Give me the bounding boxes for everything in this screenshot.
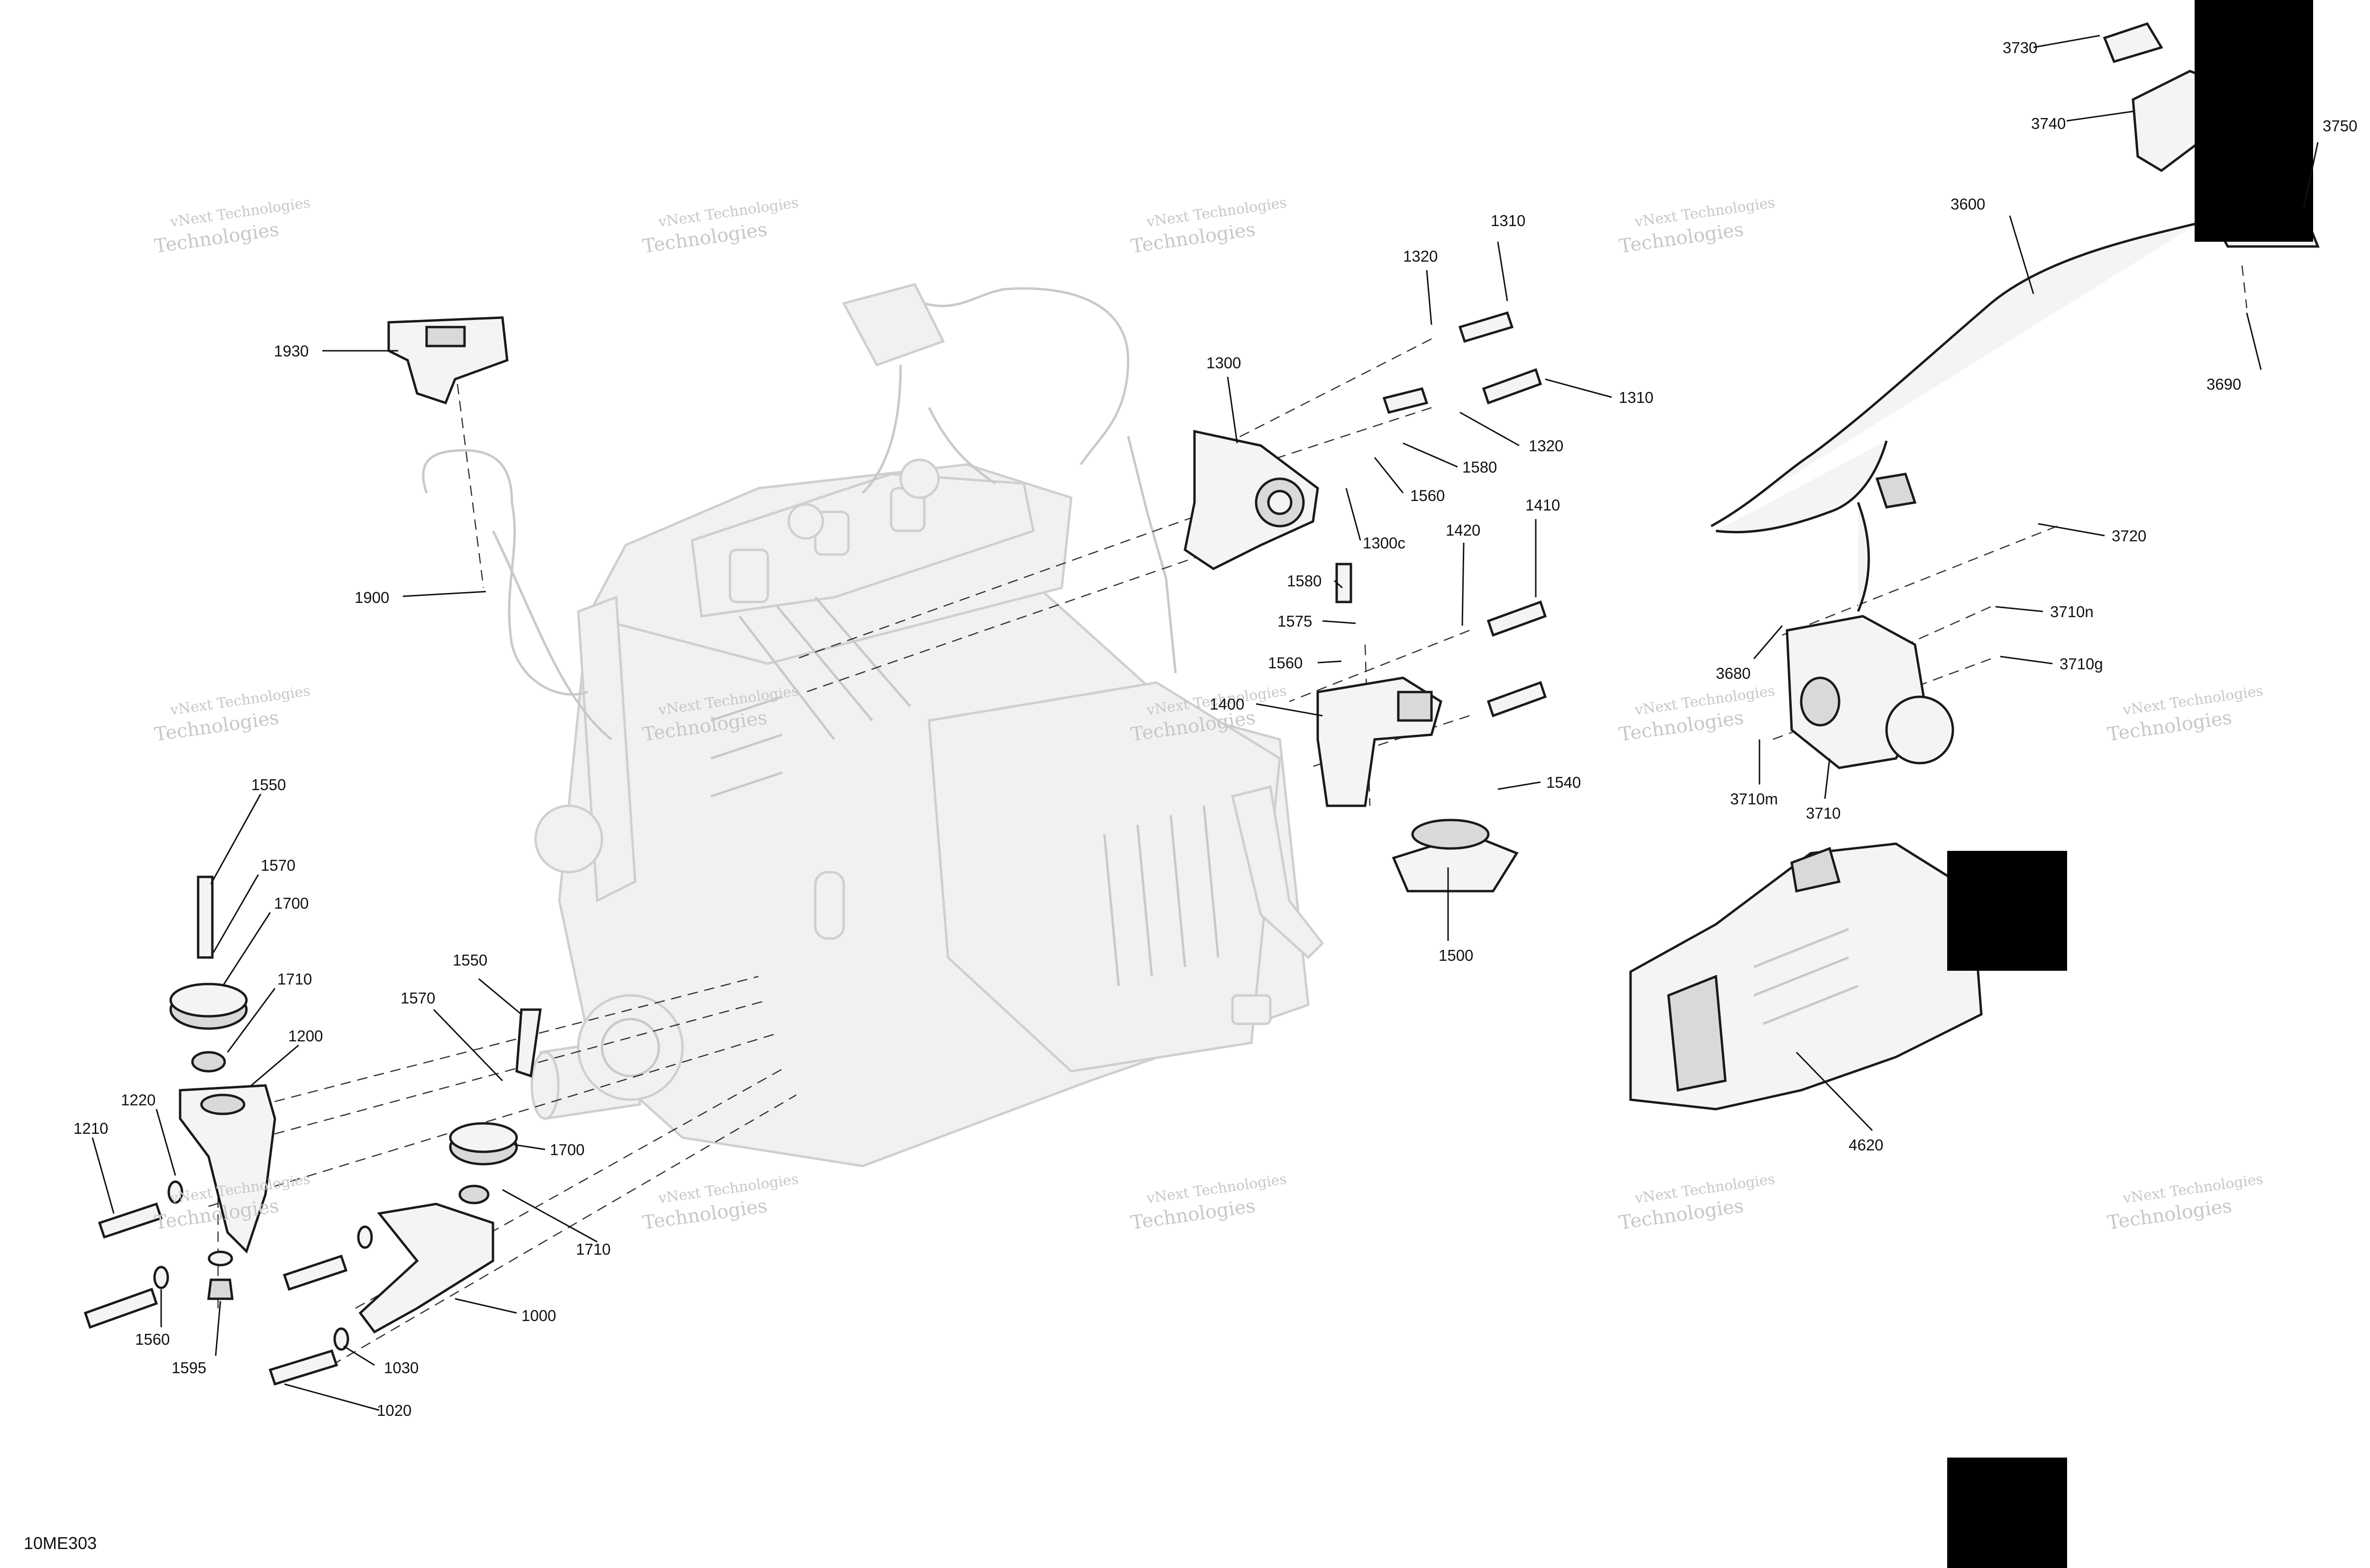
callout-1400: 1400 [1210, 695, 1244, 713]
callout-3690: 3690 [2206, 375, 2241, 393]
part-1500-mount [1392, 819, 1519, 893]
part-1930-bracket [387, 316, 509, 405]
part-1300-housing [1184, 429, 1319, 570]
callout-4620: 4620 [1849, 1136, 1883, 1154]
callout-1550-right: 1550 [453, 951, 487, 969]
callout-labels: 3730 3740 3750 3600 3690 1310 1320 1310 … [73, 39, 2357, 1419]
callout-3680: 3680 [1716, 665, 1750, 682]
callout-1020: 1020 [377, 1402, 411, 1419]
part-1200-bracket [179, 1084, 276, 1254]
callout-1220: 1220 [121, 1091, 155, 1109]
callout-3710n: 3710n [2050, 603, 2094, 620]
callout-1560-lower: 1560 [1268, 654, 1303, 672]
part-1000-bracket [358, 1203, 494, 1334]
callout-1310-lower: 1310 [1619, 389, 1653, 406]
callout-3710g: 3710g [2060, 655, 2103, 673]
callout-1420: 1420 [1446, 521, 1480, 539]
callout-1210: 1210 [73, 1120, 108, 1137]
callout-1550-left: 1550 [251, 776, 286, 793]
callout-1595: 1595 [172, 1359, 206, 1377]
callout-1310-upper: 1310 [1491, 212, 1525, 229]
engine-assembly-illustration [422, 283, 1324, 1167]
part-fasteners-left [83, 1180, 373, 1386]
redaction-block-bottom-right [1947, 1458, 2067, 1568]
callout-1710-right: 1710 [576, 1240, 611, 1258]
callout-3600: 3600 [1951, 195, 1985, 213]
part-4620-airbox [1629, 842, 1983, 1111]
callout-1030: 1030 [384, 1359, 419, 1377]
redaction-block-middle-right [1947, 851, 2067, 971]
callout-1575: 1575 [1277, 612, 1312, 630]
callout-1700-left: 1700 [274, 894, 309, 912]
callout-3710m: 3710m [1730, 790, 1778, 808]
callout-1560-upper: 1560 [1410, 487, 1445, 504]
redaction-block-top-right [2195, 0, 2313, 242]
leader-lines [91, 35, 2319, 1411]
part-3600-harness [1710, 202, 2320, 612]
callout-1300c: 1300c [1363, 534, 1405, 552]
callout-1200: 1200 [288, 1027, 323, 1045]
callout-1320-lower: 1320 [1529, 437, 1563, 455]
callout-1580-upper: 1580 [1462, 458, 1497, 476]
part-3710-actuator [1786, 615, 1954, 769]
callout-3720: 3720 [2112, 527, 2146, 545]
callout-3710: 3710 [1806, 804, 1841, 822]
assembly-guide-lines [208, 265, 2248, 1366]
callout-3750: 3750 [2323, 117, 2357, 135]
part-1400-bracket [1316, 676, 1442, 807]
callout-1710-left: 1710 [277, 970, 312, 988]
callout-1570-right: 1570 [401, 989, 435, 1007]
callout-1930: 1930 [274, 342, 309, 360]
callout-1300: 1300 [1206, 354, 1241, 372]
callout-1000: 1000 [521, 1307, 556, 1324]
callout-1320-upper: 1320 [1403, 247, 1438, 265]
callout-1560-left: 1560 [135, 1331, 170, 1348]
callout-1410: 1410 [1525, 496, 1560, 514]
callout-1580-lower: 1580 [1287, 572, 1322, 590]
callout-1500: 1500 [1439, 947, 1473, 964]
callout-1540: 1540 [1546, 774, 1581, 791]
part-1700-1710-isolators [169, 875, 542, 1204]
callout-3740: 3740 [2031, 115, 2066, 132]
part-1310-bolts [1335, 311, 1547, 718]
callout-1570-left: 1570 [261, 857, 295, 874]
callout-1900: 1900 [355, 589, 389, 606]
callout-1700-right: 1700 [550, 1141, 584, 1158]
diagram-code: 10ME303 [24, 1533, 97, 1553]
callout-3730: 3730 [2003, 39, 2037, 56]
